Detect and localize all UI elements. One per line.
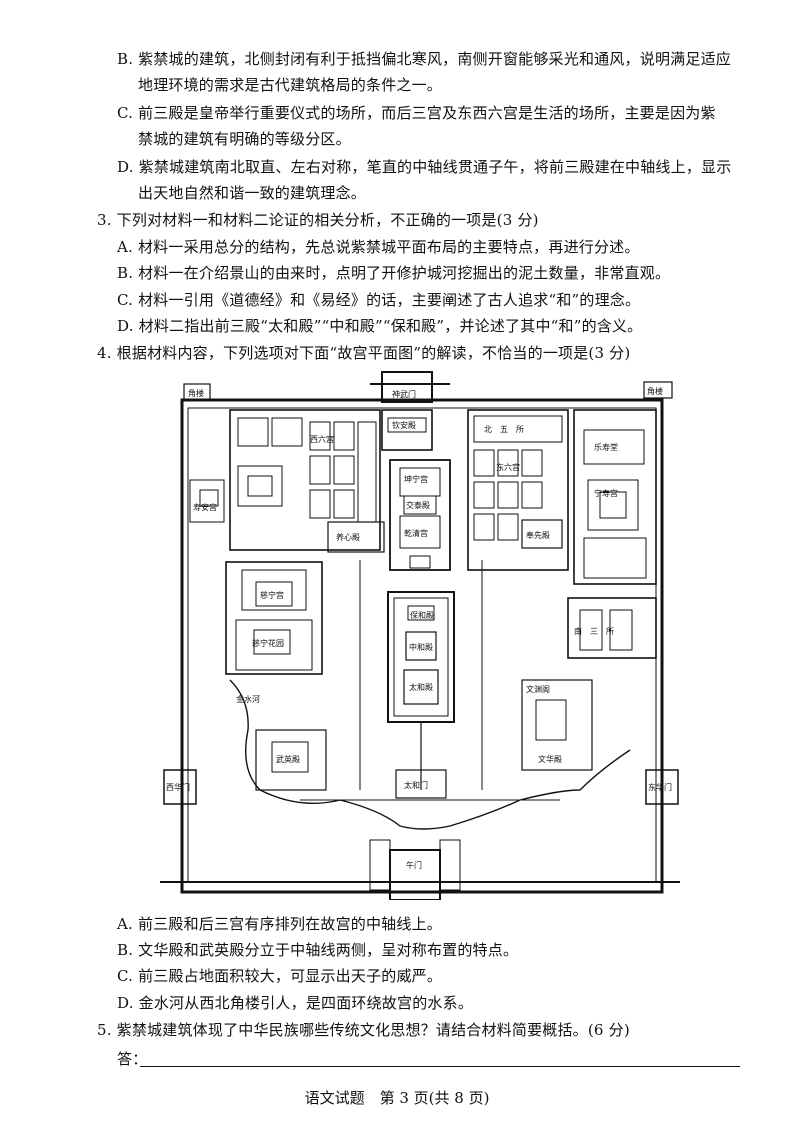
text-line: 禁城的建筑有明确的等级分区。	[138, 130, 351, 148]
map-label: 慈宁宫	[260, 590, 284, 600]
option-line: D. 材料二指出前三殿“太和殿”“中和殿”“保和殿”，并论述了其中“和”的含义。	[117, 317, 643, 335]
map-label: 文华殿	[538, 754, 562, 764]
map-label: 北 五 所	[484, 424, 524, 434]
map-label: 奉先殿	[526, 530, 550, 540]
map-label: 角楼	[647, 386, 663, 396]
map-label: 文渊阁	[526, 684, 550, 694]
question-4-stem: 4. 根据材料内容，下列选项对下面“故宫平面图”的解读，不恰当的一项是(3 分)	[97, 344, 631, 362]
question-3-stem: 3. 下列对材料一和材料二论证的相关分析，不正确的一项是(3 分)	[97, 211, 539, 229]
answer-label: 答：	[117, 1050, 148, 1068]
option-line: B. 文华殿和武英殿分立于中轴线两侧，呈对称布置的特点。	[117, 941, 519, 959]
option-line: A. 材料一采用总分的结构，先总说紫禁城平面布局的主要特点，再进行分述。	[117, 238, 640, 256]
map-label: 角楼	[188, 388, 204, 398]
answer-line[interactable]	[140, 1066, 740, 1067]
map-label: 神武门	[392, 389, 416, 399]
map-label: 慈宁花园	[252, 638, 284, 648]
map-label: 西六宫	[310, 434, 334, 444]
map-label: 寿安宫	[193, 502, 217, 512]
text-line: 地理环境的需求是古代建筑格局的条件之一。	[138, 76, 443, 94]
map-label: 武英殿	[276, 754, 300, 764]
text-line: D. 紫禁城建筑南北取直、左右对称，笔直的中轴线贯通子午，将前三殿建在中轴线上，…	[117, 158, 732, 176]
map-label: 太和殿	[409, 682, 433, 692]
map-label: 养心殿	[336, 532, 360, 542]
map-label: 钦安殿	[392, 420, 416, 430]
map-label: 太和门	[404, 780, 428, 790]
text-line: B. 紫禁城的建筑，北侧封闭有利于抵挡偏北寒风，南侧开窗能够采光和通风，说明满足…	[117, 50, 731, 68]
option-line: C. 材料一引用《道德经》和《易经》的话，主要阐述了古人追求“和”的理念。	[117, 291, 641, 309]
option-line: C. 前三殿占地面积较大，可显示出天子的威严。	[117, 967, 443, 985]
map-label: 东六宫	[496, 462, 520, 472]
map-label: 宁寿宫	[594, 488, 618, 498]
map-label: 西华门	[166, 782, 190, 792]
map-label: 乐寿堂	[594, 442, 618, 452]
text-line: 出天地自然和谐一致的建筑理念。	[138, 184, 367, 202]
option-line: A. 前三殿和后三宫有序排列在故宫的中轴线上。	[117, 915, 442, 933]
map-label: 交泰殿	[406, 500, 430, 510]
page-footer: 语文试题 第 3 页(共 8 页)	[304, 1089, 490, 1107]
text-line: C. 前三殿是皇帝举行重要仪式的场所，而后三宫及东西六宫是生活的场所，主要是因为…	[117, 104, 716, 122]
option-line: D. 金水河从西北角楼引人，是四面环绕故宫的水系。	[117, 994, 474, 1012]
map-label: 午门	[406, 860, 422, 870]
map-label: 中和殿	[409, 642, 433, 652]
map-label: 南 三 所	[574, 626, 614, 636]
option-line: B. 材料一在介绍景山的由来时，点明了开修护城河挖掘出的泥土数量，非常直观。	[117, 264, 671, 282]
map-label: 坤宁宫	[404, 474, 428, 484]
question-5-stem: 5. 紫禁城建筑体现了中华民族哪些传统文化思想？请结合材料简要概括。(6 分)	[97, 1021, 630, 1039]
map-label: 乾清宫	[404, 528, 428, 538]
forbidden-city-floor-plan: 角楼 角楼 神武门 钦安殿 北 五 所 西六宫 东六宫 坤宁宫 交泰殿 乾清宫 …	[160, 370, 680, 900]
map-label: 保和殿	[410, 610, 434, 620]
map-label: 东华门	[648, 782, 672, 792]
map-label: 金水河	[236, 694, 260, 704]
